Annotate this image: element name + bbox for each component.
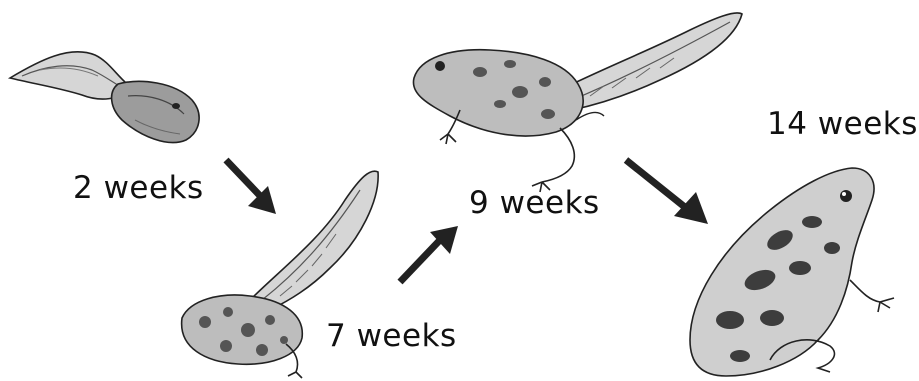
stage-label-2-weeks: 2 weeks <box>73 170 204 206</box>
arrow-9-to-14 <box>626 160 686 208</box>
arrow-7-to-9 <box>400 240 440 282</box>
stage-label-7-weeks: 7 weeks <box>326 318 457 354</box>
stage-label-14-weeks: 14 weeks <box>767 106 918 142</box>
arrow-head-3 <box>674 192 708 224</box>
froglet-9-weeks-illustration <box>413 13 742 192</box>
stage-label-9-weeks: 9 weeks <box>469 185 600 221</box>
tadpole-2-weeks-illustration <box>10 52 199 143</box>
frog-14-weeks-illustration <box>690 168 894 376</box>
